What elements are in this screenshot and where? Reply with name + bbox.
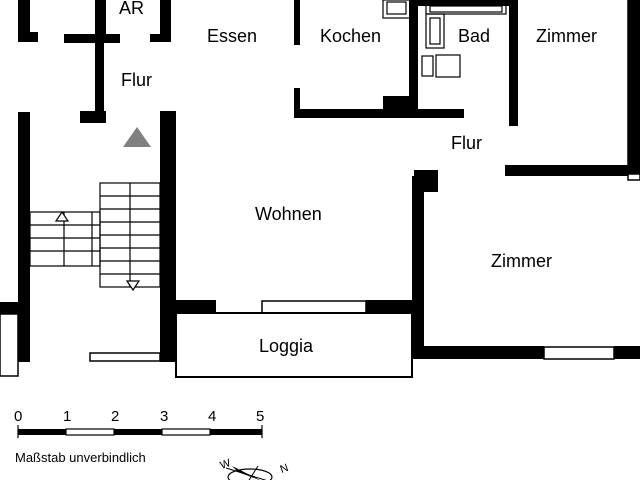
wall: [160, 112, 176, 362]
wall: [614, 346, 640, 359]
scale-tick-label: 3: [160, 408, 168, 425]
kitchen-counter: [382, 0, 411, 19]
scale-tick-label: 1: [63, 408, 71, 425]
wall: [166, 300, 216, 313]
room-label-essen: Essen: [207, 26, 257, 46]
scale-bar: 0 1 2 3 4 5: [14, 408, 264, 438]
wall: [509, 0, 518, 118]
wall: [628, 0, 640, 174]
wall: [64, 34, 120, 43]
wall: [80, 111, 106, 123]
wall: [412, 346, 544, 359]
scale-segment: [161, 428, 211, 436]
stair-down-arrow-icon: [125, 280, 141, 292]
scale-segment: [65, 428, 115, 436]
wall: [160, 0, 171, 42]
wall: [294, 0, 300, 45]
window: [543, 346, 615, 360]
wall: [409, 0, 418, 118]
wall: [18, 32, 38, 42]
wall: [412, 176, 424, 358]
wall: [505, 165, 628, 176]
wall: [0, 302, 20, 314]
loggia-outline: [175, 312, 413, 378]
scale-segment: [18, 429, 66, 435]
bathtub: [425, 3, 507, 15]
wall: [366, 300, 422, 313]
wall: [294, 109, 412, 118]
entrance-arrow-icon: [123, 127, 151, 147]
wall: [509, 110, 518, 126]
room-label-flur-right: Flur: [451, 133, 482, 153]
scale-tick-label: 2: [111, 408, 119, 425]
room-label-kochen: Kochen: [320, 26, 381, 46]
scale-tick-label: 0: [14, 408, 22, 425]
scale-disclaimer: Maßstab unverbindlich: [15, 450, 146, 465]
staircase: [29, 182, 161, 288]
stair-flight-lower: [29, 211, 101, 267]
wall: [150, 34, 171, 42]
window: [627, 173, 640, 181]
wall: [418, 109, 464, 118]
room-label-zimmer-bottom: Zimmer: [491, 251, 552, 271]
room-label-wohnen: Wohnen: [255, 204, 322, 224]
window: [261, 300, 367, 314]
wall: [418, 0, 518, 6]
compass-letter-n: N: [279, 462, 291, 476]
wall: [95, 43, 104, 111]
wall: [294, 88, 300, 118]
washbasin: [425, 13, 445, 49]
toilet: [421, 55, 434, 77]
room-label-zimmer-top: Zimmer: [536, 26, 597, 46]
walls: [0, 0, 640, 362]
room-label-bad: Bad: [458, 26, 490, 46]
window: [89, 352, 161, 362]
window-edge: [0, 313, 19, 377]
scale-segment: [210, 429, 262, 435]
room-label-loggia: Loggia: [259, 336, 314, 356]
room-label-flur-left: Flur: [121, 70, 152, 90]
wall: [18, 0, 30, 42]
scale-segment: [114, 429, 162, 435]
fixtures: [382, 0, 507, 78]
stair-up-arrow-icon: [54, 210, 70, 222]
wall: [18, 112, 30, 362]
scale-tick-label: 5: [256, 408, 264, 425]
scale-tick-label: 4: [208, 408, 216, 425]
room-label-ar: AR: [119, 0, 144, 18]
windows: [0, 0, 640, 377]
washing-machine: [435, 54, 461, 78]
compass-icon: W N: [219, 457, 291, 480]
wall: [95, 0, 106, 43]
compass-letter-w: W: [219, 457, 233, 472]
